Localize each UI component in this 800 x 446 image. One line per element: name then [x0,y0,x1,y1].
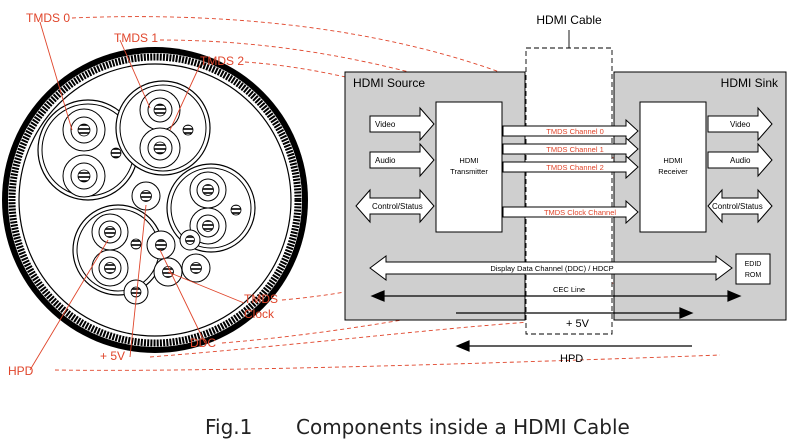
sink-control-label: Control/Status [712,202,763,211]
hpd-line-label: HPD [560,353,583,365]
single-conductors [123,181,211,305]
sink-output-arrows [707,106,773,224]
receiver-label-line2: Receiver [658,167,688,176]
transmitter-label-line1: HDMI [459,156,478,165]
tmds1-bundle [115,80,211,176]
sink-video-label: Video [730,120,751,129]
tmds2-label: TMDS 2 [200,54,244,68]
tmds1-label: TMDS 1 [114,31,158,45]
video-out-arrow [707,106,773,142]
audio-out-arrow [707,142,773,178]
hdmi-source-title: HDMI Source [353,76,425,90]
hdmi-sink-title: HDMI Sink [721,76,779,90]
audio-in-arrow [369,142,435,178]
plus5v-line [456,307,694,319]
source-audio-label: Audio [375,156,396,165]
source-input-labels: Video Audio Control/Status [372,120,423,211]
tmds-channel-2-arrow [502,154,639,180]
sink-audio-label: Audio [730,156,751,165]
receiver-label-line1: HDMI [663,156,682,165]
control-status-sink-arrow [707,188,773,224]
tmds-clock-channel-label: TMDS Clock Channel [544,208,616,217]
cec-line [370,290,742,302]
tmds-clock-channel-arrow [502,199,639,225]
edid-rom-label-line2: ROM [745,272,762,279]
cable-braid [8,53,302,347]
transmitter-label-line2: Transmitter [450,167,488,176]
figure-caption: Fig.1 Components inside a HDMI Cable [205,415,630,439]
caption-fig-number: Fig.1 [205,415,252,439]
tmds-clock-bundle [72,204,164,296]
cable-labels: TMDS 0 TMDS 1 TMDS 2 TMDS Clock DDC + 5V… [8,11,278,378]
ddc-hdcp-label: Display Data Channel (DDC) / HDCP [490,264,613,273]
hdmi-receiver-box [639,101,707,233]
ddc-hdcp-arrow [369,255,733,281]
hdmi-cable-region [525,47,613,335]
plus5v-label: + 5V [100,349,125,363]
hdmi-transmitter-box [435,101,503,233]
block-diagram: HDMI Cable HDMI Source HDMI Sink HDMI Tr… [344,13,787,365]
source-video-label: Video [375,120,396,129]
control-status-source-arrow [355,188,435,224]
edid-rom-box [735,253,771,285]
tmds-channel-arrows [502,118,639,225]
caption-text: Components inside a HDMI Cable [296,415,630,439]
video-in-arrow [369,106,435,142]
edid-rom-label-line1: EDID [745,261,762,268]
plus5v-line-label: + 5V [566,318,590,330]
cable-cross-section [2,47,308,353]
tmds-channel-1-label: TMDS Channel 1 [546,145,604,154]
cec-line-label: CEC Line [553,285,585,294]
tmds-clock-label-line1: TMDS [244,292,278,306]
tmds-channel-0-label: TMDS Channel 0 [546,127,604,136]
tmds-channel-1-arrow [502,136,639,162]
tmds-channel-0-arrow [502,118,639,144]
source-control-label: Control/Status [372,202,423,211]
source-input-arrows [355,106,435,224]
tmds0-label: TMDS 0 [26,11,70,25]
label-leaders [29,21,245,371]
hpd-label: HPD [8,364,34,378]
ddc-label: DDC [190,336,216,350]
tmds-channel-labels: TMDS Channel 0 TMDS Channel 1 TMDS Chann… [544,127,616,217]
hpd-line [455,340,692,352]
tmds-clock-label-line2: Clock [244,307,275,321]
sink-output-labels: Video Audio Control/Status [712,120,763,211]
tmds-channel-2-label: TMDS Channel 2 [546,163,604,172]
hdmi-cable-label: HDMI Cable [536,13,602,27]
